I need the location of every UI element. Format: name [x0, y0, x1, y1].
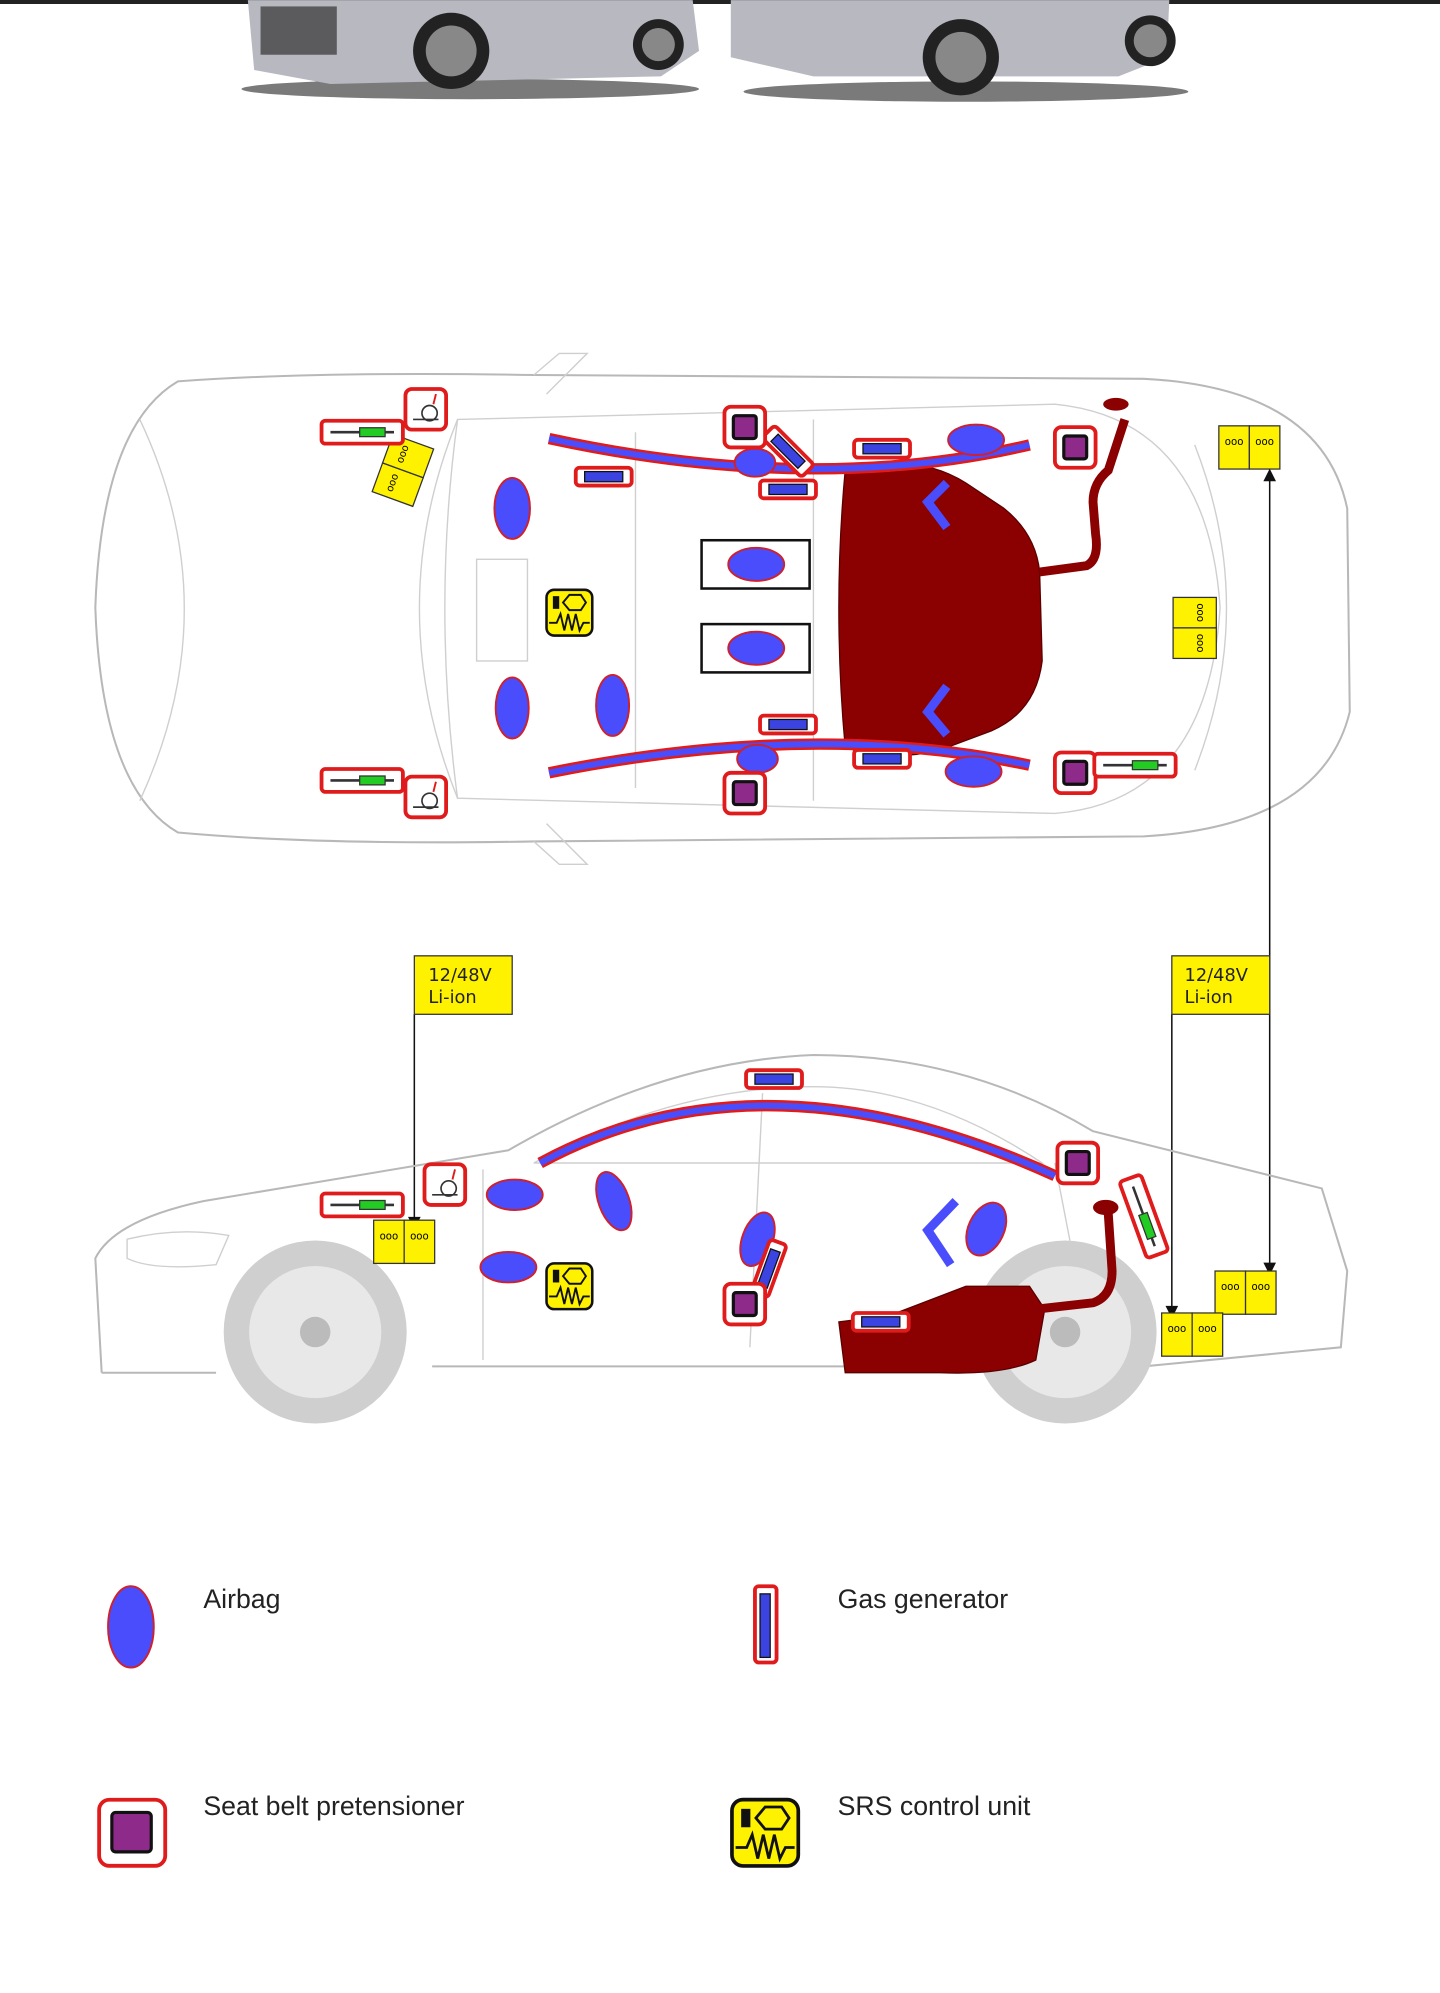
svg-text:12/48V: 12/48V: [1185, 965, 1249, 986]
svg-text:Seat belt pretensioner: Seat belt pretensioner: [203, 1791, 464, 1821]
car-top-view: [94, 352, 1351, 866]
airbag: [965, 1201, 1008, 1257]
top-view-components: [319, 387, 1281, 820]
airbag: [944, 755, 1003, 788]
airbag: [733, 447, 777, 478]
fuel-tank: [838, 462, 1043, 757]
battery-label-left: 12/48V Li-ion: [413, 955, 513, 1015]
airbag: [595, 1171, 633, 1232]
airbag: [493, 476, 531, 540]
srs-control-unit-icon: [730, 1797, 801, 1868]
svg-text:Gas generator: Gas generator: [838, 1584, 1009, 1614]
top-border: [0, 0, 1440, 4]
svg-text:Li-ion: Li-ion: [1185, 987, 1233, 1008]
airbag: [595, 673, 631, 737]
svg-text:Airbag: Airbag: [203, 1584, 280, 1614]
car-photo-front: [241, 0, 700, 100]
car-photo-rear: [730, 0, 1189, 102]
legend-item-airbag: Airbag: [107, 1584, 281, 1669]
airbag: [947, 423, 1006, 457]
svg-text:SRS control unit: SRS control unit: [838, 1791, 1031, 1821]
airbag: [494, 676, 530, 740]
svg-text:Li-ion: Li-ion: [428, 987, 476, 1008]
legend-item-gas-generator: Gas generator: [753, 1584, 1009, 1665]
legend-item-seat-belt-pretensioner: Seat belt pretensioner: [97, 1791, 465, 1868]
airbag-icon: [107, 1585, 155, 1669]
legend: Airbag Gas generator Seat belt pretensio…: [97, 1584, 1031, 1868]
airbag: [727, 630, 786, 666]
airbag: [727, 546, 786, 582]
airbag: [485, 1178, 544, 1211]
legend-item-srs-control-unit: SRS control unit: [730, 1791, 1031, 1868]
airbag: [736, 743, 779, 774]
curtain-airbag: [537, 1099, 1058, 1181]
battery-label-right: 12/48V Li-ion: [1171, 955, 1271, 1015]
side-view-components: [319, 1068, 1277, 1374]
fuel-tank: [838, 1285, 1046, 1374]
svg-text:12/48V: 12/48V: [428, 965, 492, 986]
airbag: [479, 1251, 538, 1284]
